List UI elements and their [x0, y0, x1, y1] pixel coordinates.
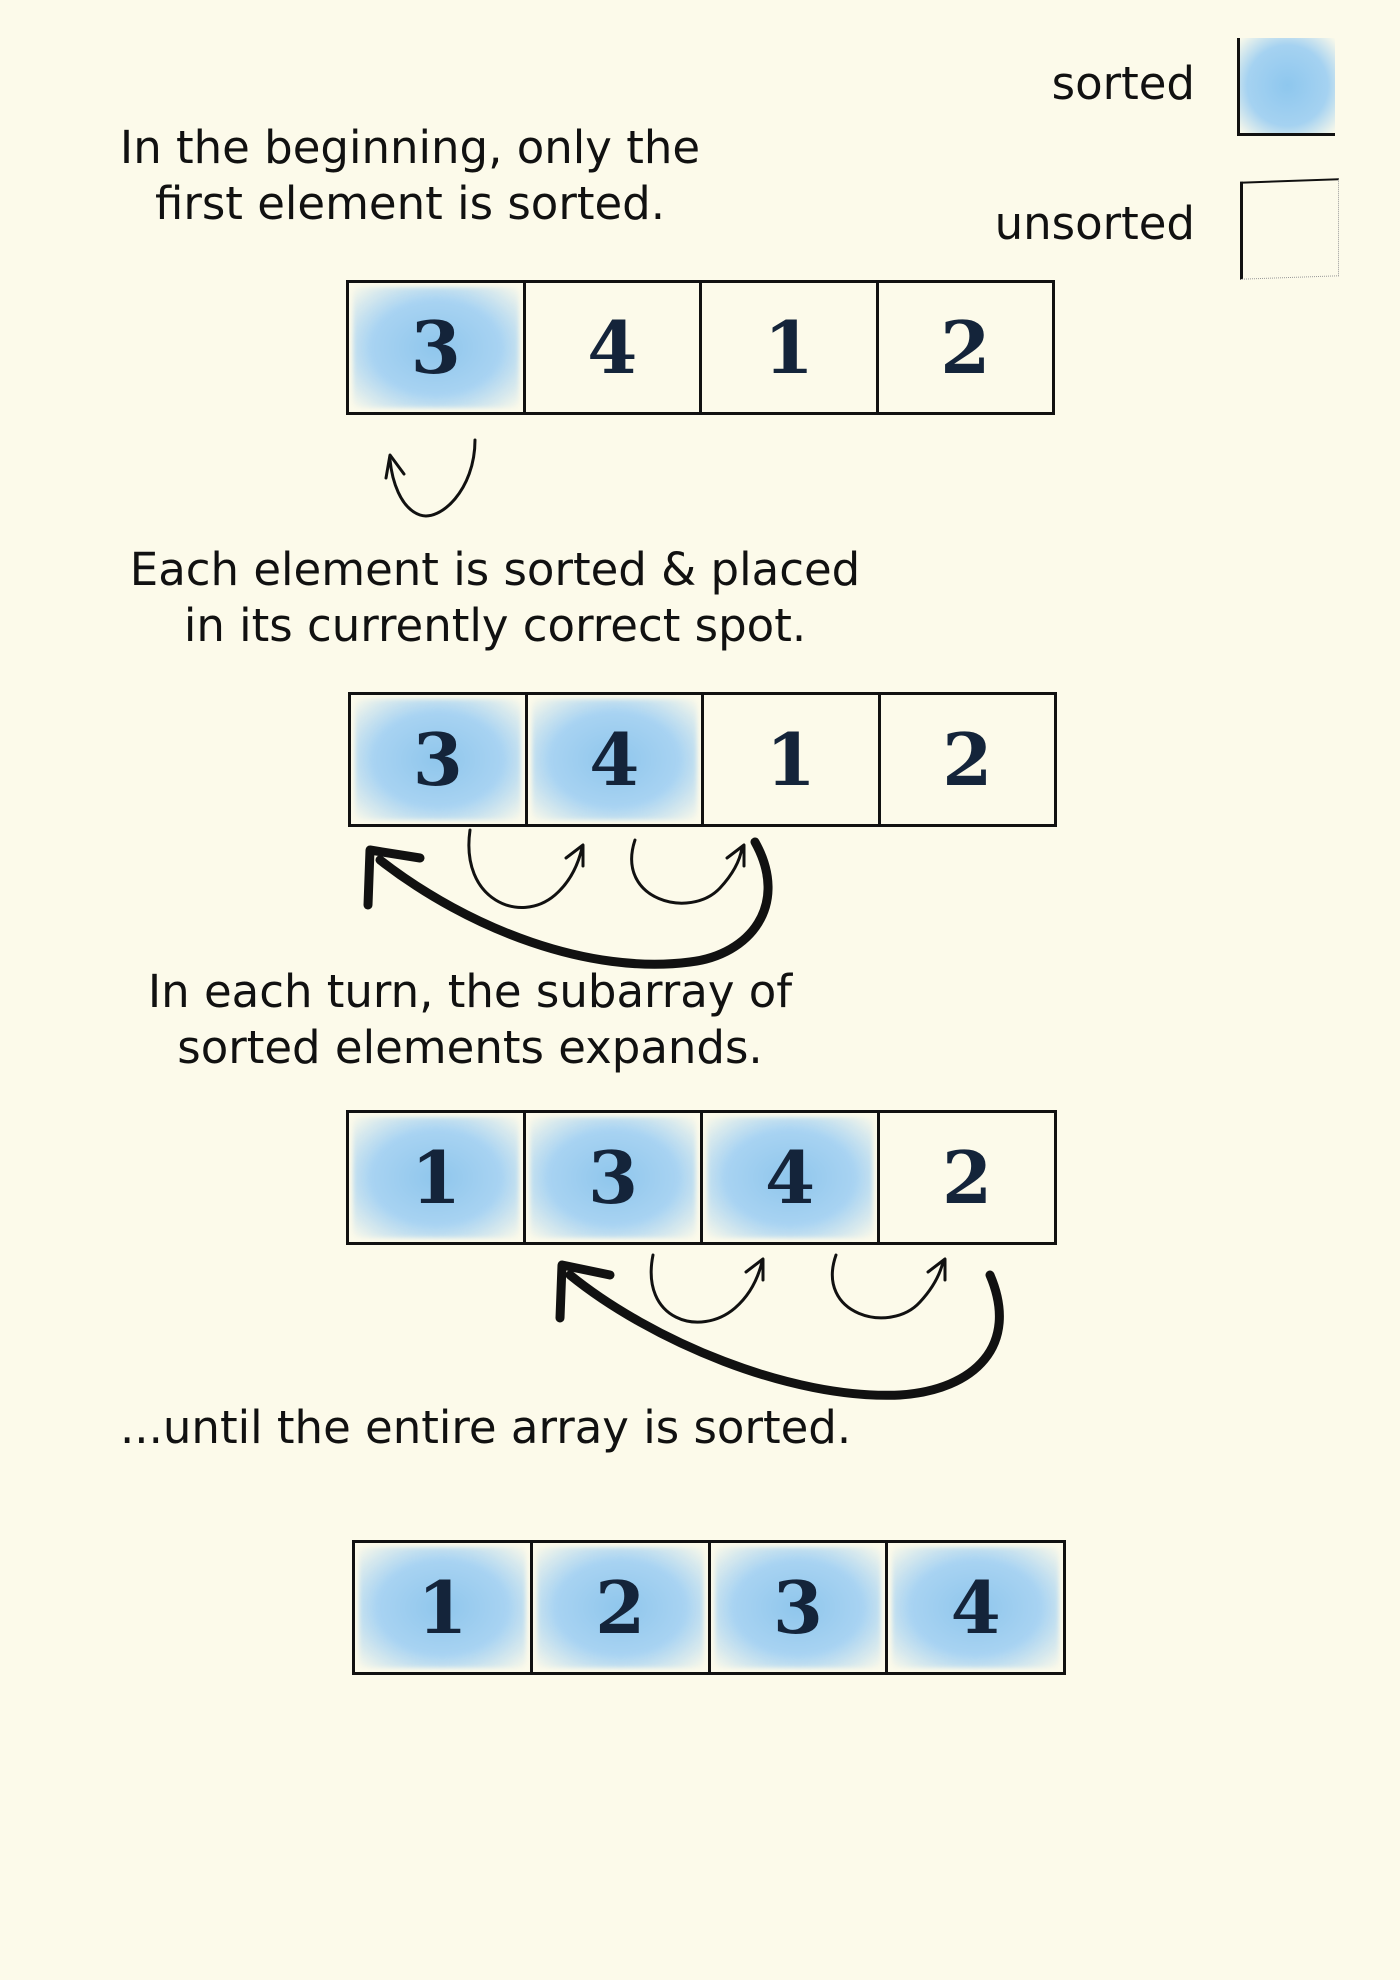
array-cell: 3 [351, 695, 525, 824]
array-cell: 2 [529, 1543, 708, 1672]
cell-value: 3 [772, 1565, 823, 1650]
step-3-array: 1 3 4 2 [346, 1110, 1057, 1245]
cell-value: 2 [942, 717, 993, 802]
cell-value: 1 [417, 1565, 468, 1650]
cell-value: 1 [765, 717, 816, 802]
self-loop-arrow [384, 438, 477, 518]
array-cell: 2 [877, 695, 1055, 824]
cell-value: 3 [412, 717, 463, 802]
array-cell: 3 [523, 1113, 700, 1242]
step-1-caption-line-1: In the beginning, only the [119, 121, 701, 174]
step-4-array: 1 2 3 4 [352, 1540, 1066, 1675]
step-2-caption: Each element is sorted & placed in its c… [90, 542, 900, 654]
array-cell: 4 [524, 695, 702, 824]
cell-value: 4 [589, 717, 640, 802]
array-cell: 2 [875, 283, 1053, 412]
array-cell: 1 [355, 1543, 530, 1672]
array-cell: 1 [349, 1113, 523, 1242]
cell-value: 4 [950, 1565, 1001, 1650]
shift-arrow [467, 828, 585, 909]
step-3-caption-line-1: In each turn, the subarray of [147, 965, 793, 1018]
array-cell: 2 [877, 1113, 1054, 1242]
cell-value: 4 [764, 1135, 816, 1220]
step-1-array: 3 4 1 2 [346, 280, 1055, 415]
step-2-caption-line-2: in its currently correct spot. [183, 599, 807, 652]
step-3-caption: In each turn, the subarray of sorted ele… [90, 964, 850, 1076]
legend-sorted-swatch [1237, 38, 1335, 136]
step-4-caption-line-1: ...until the entire array is sorted. [120, 1401, 852, 1454]
array-cell: 1 [699, 283, 876, 412]
array-cell: 1 [701, 695, 878, 824]
array-cell: 4 [522, 283, 700, 412]
step-4-caption: ...until the entire array is sorted. [120, 1400, 880, 1456]
shift-arrow [830, 1253, 947, 1320]
legend-sorted-label: sorted [1051, 57, 1195, 110]
cell-value: 2 [595, 1565, 646, 1650]
cell-value: 2 [940, 305, 991, 390]
array-cell: 4 [700, 1113, 877, 1242]
step-2-caption-line-1: Each element is sorted & placed [129, 543, 861, 596]
insert-arrow [555, 1260, 1004, 1400]
legend-unsorted-label: unsorted [994, 197, 1195, 250]
array-cell: 3 [349, 283, 523, 412]
cell-value: 3 [587, 1135, 639, 1220]
cell-value: 1 [763, 305, 814, 390]
step-1-caption: In the beginning, only the first element… [90, 120, 730, 232]
cell-value: 4 [587, 305, 638, 390]
shift-arrow [649, 1253, 765, 1324]
array-cell: 4 [885, 1543, 1063, 1672]
step-2-array: 3 4 1 2 [348, 692, 1057, 827]
step-3-caption-line-2: sorted elements expands. [177, 1021, 763, 1074]
shift-arrow [630, 838, 746, 905]
cell-value: 3 [410, 305, 461, 390]
cell-value: 1 [410, 1135, 462, 1220]
step-1-caption-line-2: first element is sorted. [154, 177, 666, 230]
array-cell: 3 [707, 1543, 886, 1672]
insert-arrow [363, 837, 773, 969]
cell-value: 2 [941, 1135, 993, 1220]
